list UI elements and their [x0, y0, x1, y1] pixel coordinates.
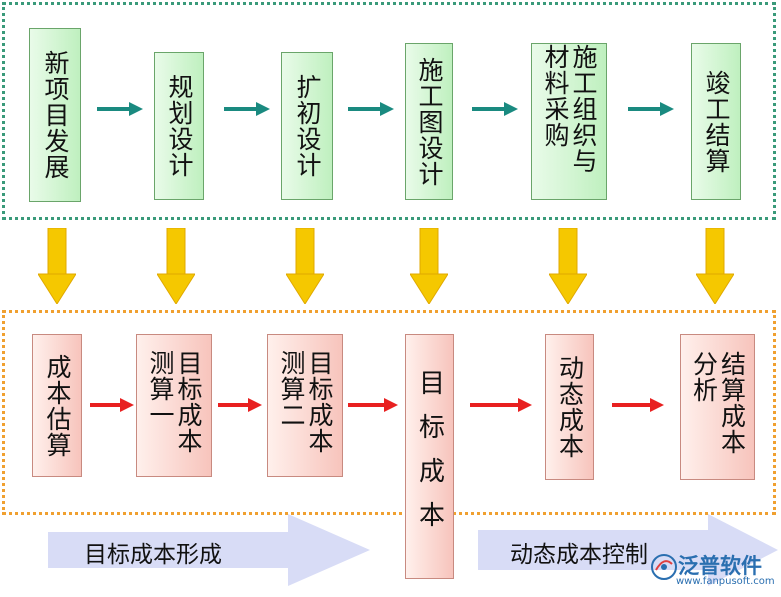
box-label: 结算成本分析: [689, 351, 747, 455]
box-preliminary-design: 扩初设计: [281, 52, 333, 200]
box-target-cost: 目标成本: [405, 334, 454, 579]
down-arrow: [38, 228, 76, 304]
box-label: 新项目发展: [41, 50, 70, 180]
down-arrow: [696, 228, 734, 304]
box-target-cost-calc-2: 目标成本测算二: [267, 334, 343, 477]
flow-arrow: [348, 398, 398, 412]
design-phase-frame: [2, 2, 776, 220]
logo-icon: [651, 554, 677, 580]
box-label: 成本估算: [43, 353, 72, 458]
down-arrow: [410, 228, 448, 304]
box-completion-settlement: 竣工结算: [691, 43, 741, 200]
box-label: 施工图设计: [415, 56, 444, 187]
down-arrow: [157, 228, 195, 304]
box-label: 目标成本: [414, 368, 445, 545]
box-label: 规划设计: [165, 74, 194, 178]
flow-arrow: [628, 102, 674, 116]
box-label: 竣工结算: [702, 69, 731, 174]
box-label: 扩初设计: [293, 74, 322, 178]
box-label: 施工组织与材料采购: [541, 44, 598, 174]
logo-url: www.fanpusoft.com: [676, 576, 775, 587]
phase-label-control: 动态成本控制: [510, 542, 648, 568]
cost-phase-frame: [2, 310, 776, 515]
fanpusoft-logo: 泛普软件 www.fanpusoft.com: [648, 548, 778, 594]
flow-arrow: [472, 102, 518, 116]
box-label: 动态成本: [555, 355, 585, 459]
down-arrow: [286, 228, 324, 304]
flow-arrow: [218, 398, 262, 412]
box-new-project: 新项目发展: [29, 28, 81, 202]
box-label: 目标成本测算二: [277, 349, 334, 454]
flow-arrow: [90, 398, 134, 412]
box-cost-estimate: 成本估算: [32, 334, 82, 477]
flow-arrow: [470, 398, 532, 412]
box-construction-drawing: 施工图设计: [405, 43, 453, 200]
flow-arrow: [612, 398, 664, 412]
flow-arrow: [224, 102, 270, 116]
box-settlement-analysis: 结算成本分析: [680, 334, 755, 480]
box-target-cost-calc-1: 目标成本测算一: [136, 334, 212, 477]
box-label: 目标成本测算一: [146, 349, 203, 454]
phase-arrow-control: [478, 514, 778, 586]
down-arrow: [549, 228, 587, 304]
box-construction-procurement: 施工组织与材料采购: [531, 43, 607, 200]
flow-arrow: [97, 102, 143, 116]
phase-label-formation: 目标成本形成: [84, 542, 222, 568]
box-planning-design: 规划设计: [154, 52, 204, 200]
phase-arrow-formation: [48, 514, 370, 586]
flow-arrow: [348, 102, 394, 116]
logo-name: 泛普软件: [678, 554, 762, 578]
box-dynamic-cost: 动态成本: [545, 334, 594, 480]
